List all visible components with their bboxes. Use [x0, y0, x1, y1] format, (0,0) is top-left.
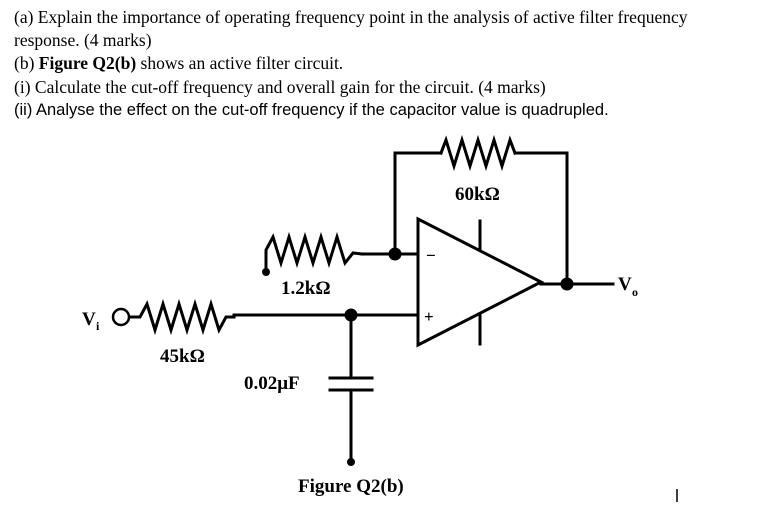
label-capacitor: 0.02μF	[244, 373, 300, 394]
label-60k: 60kΩ	[455, 184, 500, 205]
junction-dot-output	[560, 277, 574, 291]
input-label-sub: i	[96, 319, 100, 333]
figure-reference: Figure Q2(b)	[38, 53, 137, 73]
capacitor-ground-dot	[347, 458, 355, 466]
junction-dot-capacitor	[344, 308, 358, 322]
ground-terminal-dot	[262, 268, 270, 276]
junction-dot-feedback	[388, 247, 402, 261]
input-label-v: V	[82, 309, 96, 330]
input-terminal	[111, 307, 131, 327]
output-label-v: V	[618, 274, 632, 295]
plus-sign: +	[424, 307, 434, 326]
feedback-wire-right	[513, 151, 569, 286]
part-b-suffix: shows an active filter circuit.	[136, 53, 344, 73]
feedback-resistor-60k	[439, 134, 517, 172]
input-resistor-45k	[128, 298, 236, 336]
question-part-b-i: (i) Calculate the cut-off frequency and …	[14, 77, 546, 97]
question-part-b: (b) Figure Q2(b) shows an active filter …	[14, 53, 343, 74]
question-part-a-line2: response. (4 marks)	[14, 30, 152, 50]
figure-caption: Figure Q2(b)	[298, 476, 404, 497]
question-part-a-line1: (a) Explain the importance of operating …	[14, 7, 688, 27]
question-part-b-ii: (ii) Analyse the effect on the cut-off f…	[14, 101, 609, 119]
label-45k: 45kΩ	[160, 346, 205, 367]
ground-resistor-1-2k	[264, 231, 364, 269]
feedback-wire-left	[393, 151, 443, 256]
part-b-prefix: (b)	[14, 53, 39, 73]
output-label-sub: o	[632, 285, 638, 299]
label-1-2k: 1.2kΩ	[281, 278, 331, 299]
minus-sign: −	[426, 246, 436, 265]
